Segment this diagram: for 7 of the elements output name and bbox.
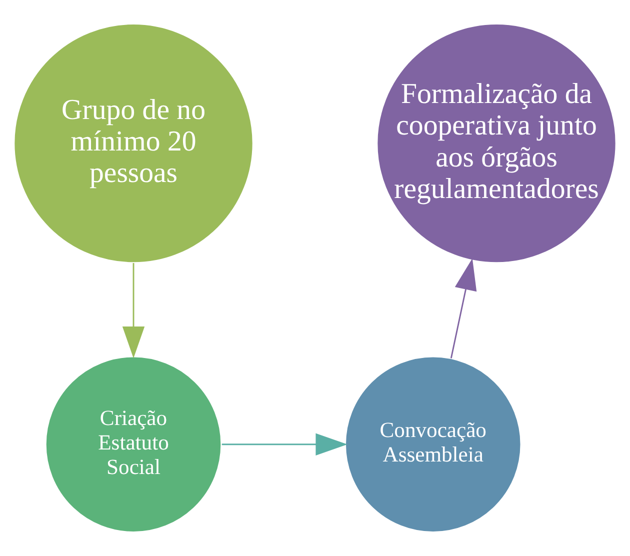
arrow [222,433,348,456]
arrow [450,258,477,358]
arrow [122,263,145,358]
node-circle: Convocação Assembleia [344,356,522,533]
node-circle: Grupo de no mínimo 20 pessoas [13,23,254,264]
node-circle: Criação Estatuto Social [44,356,222,533]
node-circle: Formalização da cooperativa junto aos órgãos regulamentadores [376,23,617,264]
